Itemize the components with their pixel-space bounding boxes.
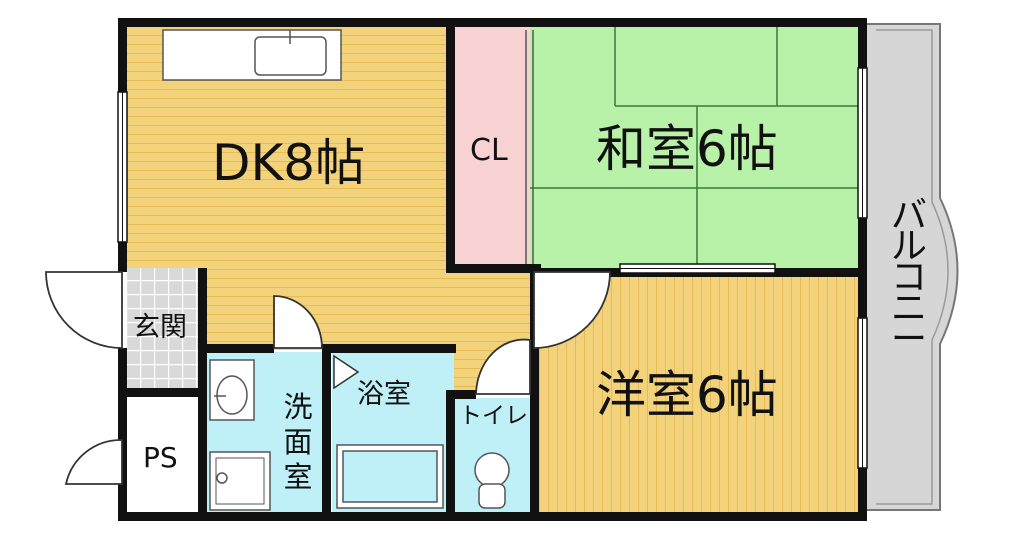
- room-label-toilet: トイレ: [459, 403, 528, 429]
- door-ps: [64, 439, 123, 485]
- room-label-balcony: バルコニー: [890, 195, 927, 360]
- toilet-bowl: [474, 452, 510, 488]
- door-genkan: [45, 271, 123, 349]
- door-toilet: [475, 338, 531, 395]
- bathtub-inner: [342, 450, 438, 503]
- closet-door-rails: [525, 30, 534, 265]
- doors: [45, 271, 611, 485]
- room-label-dk: DK8帖: [212, 134, 366, 192]
- balcony-area: [865, 23, 959, 511]
- closet-floor: [454, 26, 530, 268]
- washitsu-tatami: [530, 26, 860, 268]
- door-youshitsu: [533, 271, 611, 349]
- room-label-washitsu: 和室6帖: [596, 120, 778, 178]
- washbasin-bowl: [216, 375, 248, 415]
- genkan-tile: [126, 268, 206, 390]
- room-label-bath: 浴室: [357, 379, 411, 410]
- washing-machine-drain: [216, 472, 228, 484]
- toilet-tank: [478, 483, 506, 509]
- ps-area: [126, 398, 204, 513]
- room-label-closet: CL: [470, 133, 508, 168]
- bath-door-mark: [333, 354, 360, 390]
- tatami-lines: [530, 26, 860, 268]
- room-label-genkan: 玄関: [133, 312, 187, 343]
- door-washroom: [273, 295, 323, 349]
- room-label-ps: PS: [143, 441, 178, 474]
- balcony-railing: [876, 29, 949, 505]
- room-label-washroom: 洗面室: [283, 390, 313, 494]
- room-label-youshitsu: 洋室6帖: [596, 366, 778, 424]
